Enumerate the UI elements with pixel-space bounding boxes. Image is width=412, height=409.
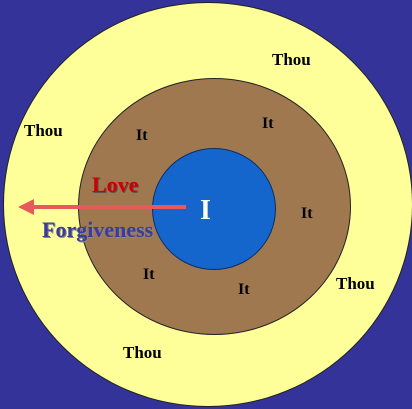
it-label-3: It bbox=[301, 205, 313, 222]
arrow-head bbox=[18, 199, 34, 215]
thou-label-left: Thou bbox=[24, 121, 63, 140]
forgiveness-label: Forgiveness bbox=[42, 217, 154, 242]
love-label: Love bbox=[92, 172, 139, 197]
it-label-4: It bbox=[143, 266, 155, 283]
it-label-2: It bbox=[262, 115, 274, 132]
thou-label-right: Thou bbox=[336, 274, 375, 293]
it-label-5: It bbox=[238, 281, 250, 298]
center-i-label: I bbox=[200, 195, 211, 226]
it-label-1: It bbox=[136, 127, 148, 144]
thou-label-top: Thou bbox=[272, 50, 311, 69]
thou-label-bottom: Thou bbox=[123, 343, 162, 362]
